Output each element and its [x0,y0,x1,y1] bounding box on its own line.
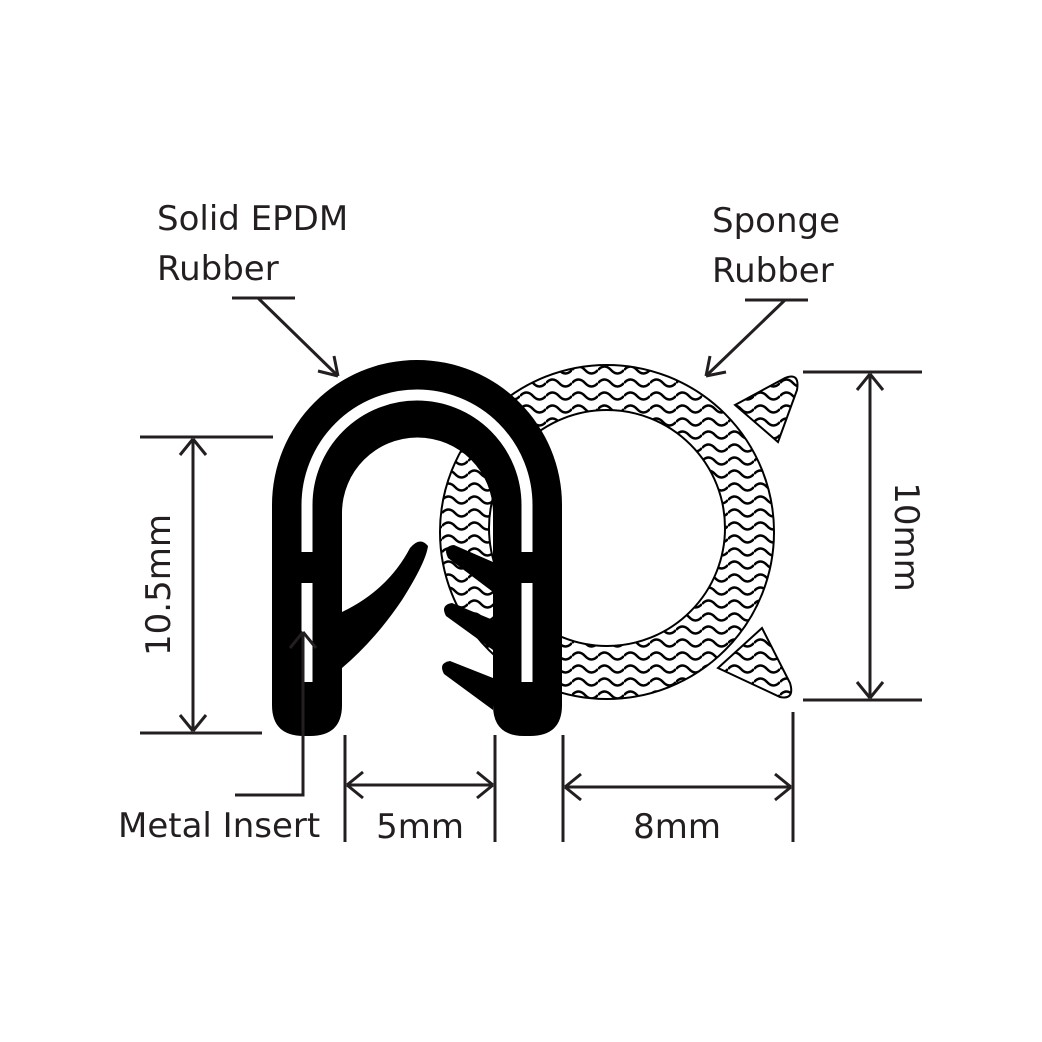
dimension-10mm [803,370,922,702]
solid-rubber-label-line2: Rubber [157,249,279,289]
metal-insert-leader [235,631,318,797]
solid-rubber-label-line1: Solid EPDM [157,199,348,239]
right-fin-3 [442,661,493,710]
solid-rubber-leader [232,296,340,378]
metal-insert-label: Metal Insert [118,806,320,846]
sponge-rubber-label-line1: Sponge [712,201,840,241]
sponge-bottom-ear [716,626,793,699]
solid-rubber-profile [272,360,562,736]
dimension-5mm [343,735,497,842]
dimension-10mm-label: 10mm [886,482,926,592]
right-fin-2 [444,603,493,650]
dimension-8mm-label: 8mm [633,807,721,847]
sponge-top-ear [733,375,799,444]
metal-insert [301,389,533,682]
dimension-10-5mm [140,435,273,735]
sponge-rubber-label-line2: Rubber [712,251,834,291]
dimension-5mm-label: 5mm [376,807,464,847]
left-fin [342,541,428,668]
u-channel [272,360,562,736]
right-fin-1 [446,545,493,592]
dimension-8mm [561,712,795,842]
dimension-10-5mm-label: 10.5mm [139,514,179,656]
sponge-rubber-leader [704,298,808,378]
